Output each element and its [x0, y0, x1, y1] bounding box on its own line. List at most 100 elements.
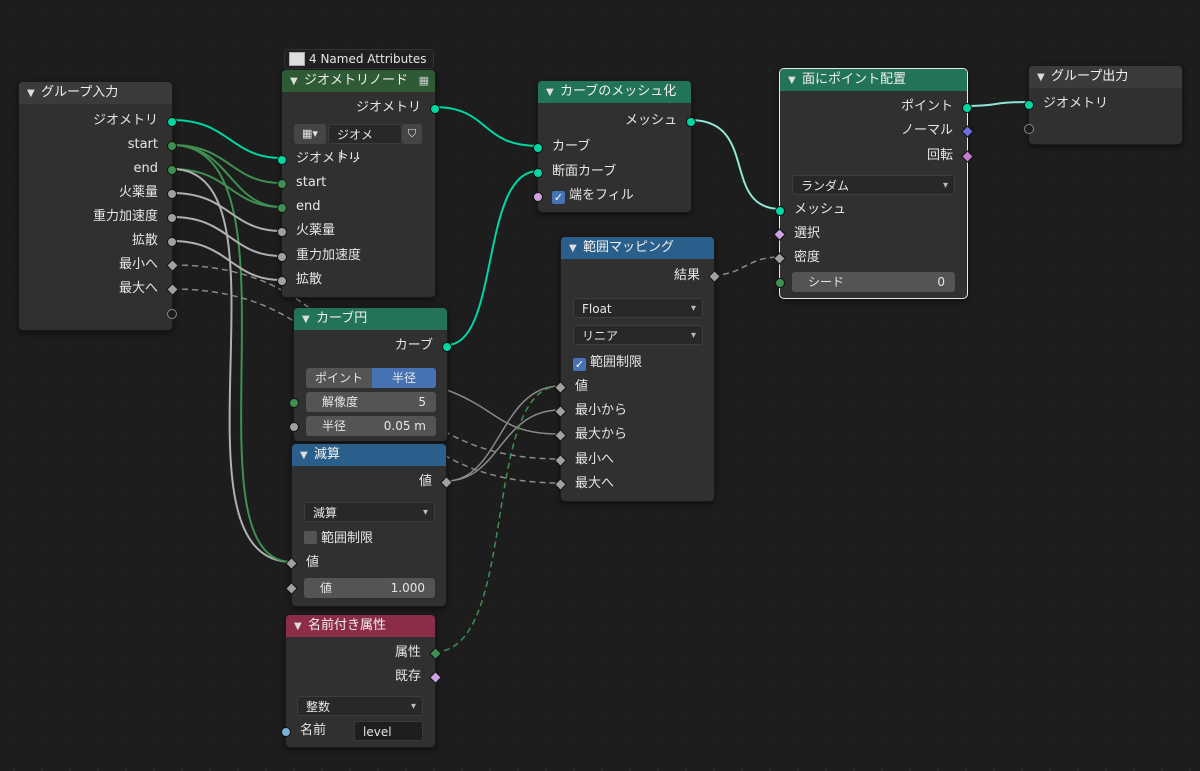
gravity-in-socket[interactable]	[277, 252, 287, 262]
map-range-node[interactable]: ▼範囲マッピング 結果 Float▾ リニア▾ ✓範囲制限 値 最小から 最大か…	[554, 236, 721, 502]
powder-socket[interactable]	[167, 189, 177, 199]
chevron-down-icon[interactable]: ▼	[788, 75, 796, 86]
group-input-node[interactable]: ▼グループ入力 ジオメトリ start end 火薬量 重力加速度 拡散 最小へ…	[18, 81, 179, 331]
named-attributes-badge[interactable]: 4 Named Attributes	[284, 49, 434, 69]
start-in-socket[interactable]	[277, 179, 287, 189]
spread-in-socket[interactable]	[277, 276, 287, 286]
group-input-header[interactable]: ▼グループ入力	[19, 82, 172, 104]
curve-out-socket[interactable]	[442, 342, 452, 352]
chevron-down-icon[interactable]: ▼	[300, 450, 308, 461]
fake-user-shield-icon[interactable]: ⛉	[402, 124, 422, 144]
end-socket[interactable]	[167, 165, 177, 175]
link-start	[171, 144, 283, 184]
chevron-down-icon[interactable]: ▼	[294, 621, 302, 632]
chevron-down-icon[interactable]: ▼	[569, 243, 577, 254]
powder-in-socket[interactable]	[277, 227, 287, 237]
curve-circle-header[interactable]: ▼カーブ円	[294, 308, 447, 330]
spread-socket[interactable]	[167, 237, 177, 247]
socket-row-empty	[19, 303, 177, 323]
subtract-header[interactable]: ▼減算	[292, 444, 446, 466]
distribute-points-node[interactable]: ▼面にポイント配置 ポイント ノーマル 回転 ランダム▾ メッシュ 選択 密度 …	[773, 68, 974, 299]
attribute-name-input[interactable]: level	[354, 721, 423, 741]
chevron-down-icon: ▾	[690, 330, 696, 341]
geometry-socket[interactable]	[167, 117, 177, 127]
profile-curve-in-socket[interactable]	[533, 168, 543, 178]
node-group-icon: ▦	[418, 74, 429, 87]
socket-row-end-in: end	[277, 197, 435, 217]
geometry-in-socket[interactable]	[277, 155, 287, 165]
geometry-final-socket[interactable]	[1024, 100, 1034, 110]
radius-socket[interactable]	[289, 422, 299, 432]
geometry-nodes-group-node[interactable]: ▼ジオメトリノード▦ ジオメトリ ▦▾ ジオメト... ⛉ ジオメトリ star…	[277, 69, 440, 298]
name-socket[interactable]	[281, 727, 291, 737]
socket-row-min: 最小へ	[19, 255, 179, 275]
group-output-header[interactable]: ▼グループ出力	[1029, 66, 1182, 88]
fill-caps-socket[interactable]	[533, 192, 543, 202]
named-attribute-node[interactable]: ▼名前付き属性 属性 既存 整数▾ 名前 level	[281, 614, 442, 748]
socket-row-end: end	[19, 159, 177, 179]
curve-to-mesh-header[interactable]: ▼カーブのメッシュ化	[538, 81, 691, 103]
socket-row-powder-in: 火薬量	[277, 221, 435, 241]
geometry-out-socket[interactable]	[430, 104, 440, 114]
link-end-sub	[171, 168, 293, 563]
distribute-method-dropdown[interactable]: ランダム▾	[792, 175, 955, 195]
operation-dropdown[interactable]: 減算▾	[304, 502, 435, 522]
chevron-down-icon: ▾	[690, 303, 696, 314]
socket-row-geometry: ジオメトリ	[19, 111, 177, 131]
socket-row-max: 最大へ	[19, 279, 179, 299]
socket-row-mesh-in: メッシュ	[775, 200, 967, 220]
socket-row-points-out: ポイント	[780, 97, 972, 117]
socket-row-powder: 火薬量	[19, 183, 177, 203]
chevron-down-icon[interactable]: ▼	[302, 314, 310, 325]
mesh-out-socket[interactable]	[686, 117, 696, 127]
end-in-socket[interactable]	[277, 203, 287, 213]
link-sub-val	[445, 385, 561, 482]
chevron-down-icon[interactable]: ▼	[1037, 72, 1045, 83]
empty-socket[interactable]	[167, 309, 177, 319]
socket-row-output-empty	[1024, 118, 1182, 138]
geometry-nodes-header[interactable]: ▼ジオメトリノード▦	[282, 70, 435, 92]
distribute-points-header[interactable]: ▼面にポイント配置	[780, 69, 967, 91]
mode-radius-button[interactable]: 半径	[372, 368, 436, 388]
link-attr	[433, 385, 561, 653]
fill-caps-checkbox[interactable]: ✓	[552, 191, 565, 204]
chevron-down-icon[interactable]: ▼	[27, 88, 35, 99]
seed-socket[interactable]	[775, 278, 785, 288]
empty-output-socket[interactable]	[1024, 124, 1034, 134]
socket-row-curve-in: カーブ	[533, 137, 691, 157]
link-sub-minfrom	[445, 409, 561, 482]
group-output-node[interactable]: ▼グループ出力 ジオメトリ	[1024, 65, 1183, 145]
table-icon	[289, 52, 305, 66]
mode-points-button[interactable]: ポイント	[306, 368, 372, 388]
datablock-selector[interactable]: ジオメト...	[328, 124, 402, 162]
mesh-in-socket[interactable]	[775, 206, 785, 216]
attribute-type-dropdown[interactable]: 整数▾	[297, 696, 423, 716]
socket-row-resolution	[289, 392, 447, 412]
node-tree-icon[interactable]: ▦▾	[294, 124, 326, 144]
socket-row-result-out: 結果	[561, 266, 721, 286]
interpolation-dropdown[interactable]: リニア▾	[573, 325, 703, 345]
clamp-checkbox[interactable]	[304, 531, 317, 544]
chevron-down-icon[interactable]: ▼	[546, 87, 554, 98]
curve-in-socket[interactable]	[533, 143, 543, 153]
curve-to-mesh-node[interactable]: ▼カーブのメッシュ化 メッシュ カーブ 断面カーブ ✓端をフィル	[533, 80, 696, 213]
clamp-checkbox[interactable]: ✓	[573, 358, 586, 371]
points-out-socket[interactable]	[962, 103, 972, 113]
start-socket[interactable]	[167, 141, 177, 151]
clamp-row: 範囲制限	[292, 529, 446, 549]
chevron-down-icon[interactable]: ▼	[290, 76, 298, 87]
socket-row-curve-out: カーブ	[294, 336, 452, 356]
named-attribute-header[interactable]: ▼名前付き属性	[286, 615, 435, 637]
gravity-socket[interactable]	[167, 213, 177, 223]
data-type-dropdown[interactable]: Float▾	[573, 298, 703, 318]
link-start-end2	[171, 144, 283, 208]
map-range-header[interactable]: ▼範囲マッピング	[561, 237, 714, 259]
resolution-socket[interactable]	[289, 398, 299, 408]
chevron-down-icon: ▾	[410, 701, 416, 712]
